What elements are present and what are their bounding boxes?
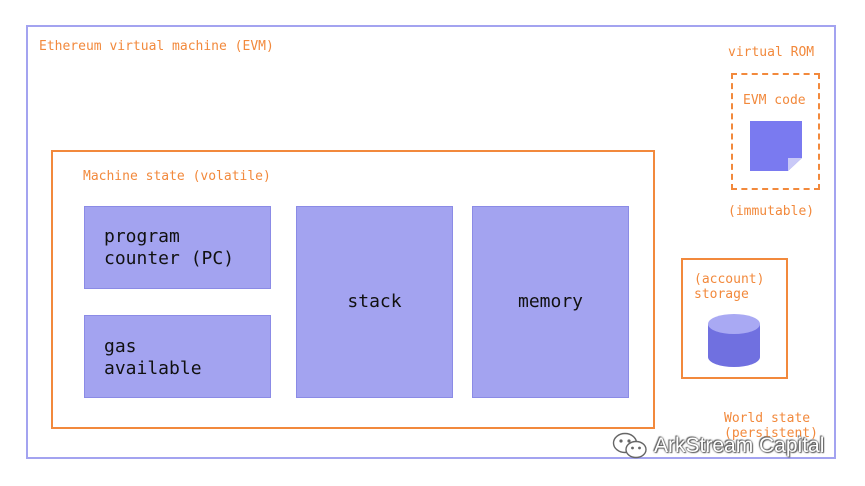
wechat-icon [612,432,647,459]
virtual-rom-label: virtual ROM [728,45,815,60]
watermark-text: ArkStream Capital [654,434,825,457]
evm-label: Ethereum virtual machine (EVM) [39,39,274,54]
world-state-label: World state (persistent) [724,411,818,441]
storage-box [681,258,788,379]
memory-label: memory [517,291,584,312]
gas-available-block: gas available [84,315,271,398]
program-counter-block: program counter (PC) [84,206,271,289]
stack-label: stack [347,291,402,312]
evm-frame [26,25,836,459]
virtual-rom-box [731,73,820,190]
watermark: ArkStream Capital [612,432,824,460]
memory-block: memory [472,206,629,398]
gas-available-label: gas available [104,336,202,379]
machine-state-frame [51,150,655,429]
immutable-note: (immutable) [728,204,815,219]
database-icon [708,314,760,367]
document-icon [750,121,802,171]
program-counter-label: program counter (PC) [104,226,235,269]
evm-code-label: EVM code [743,93,806,108]
stack-block: stack [296,206,453,398]
storage-label: (account) storage [694,272,765,302]
machine-state-label: Machine state (volatile) [83,169,271,184]
